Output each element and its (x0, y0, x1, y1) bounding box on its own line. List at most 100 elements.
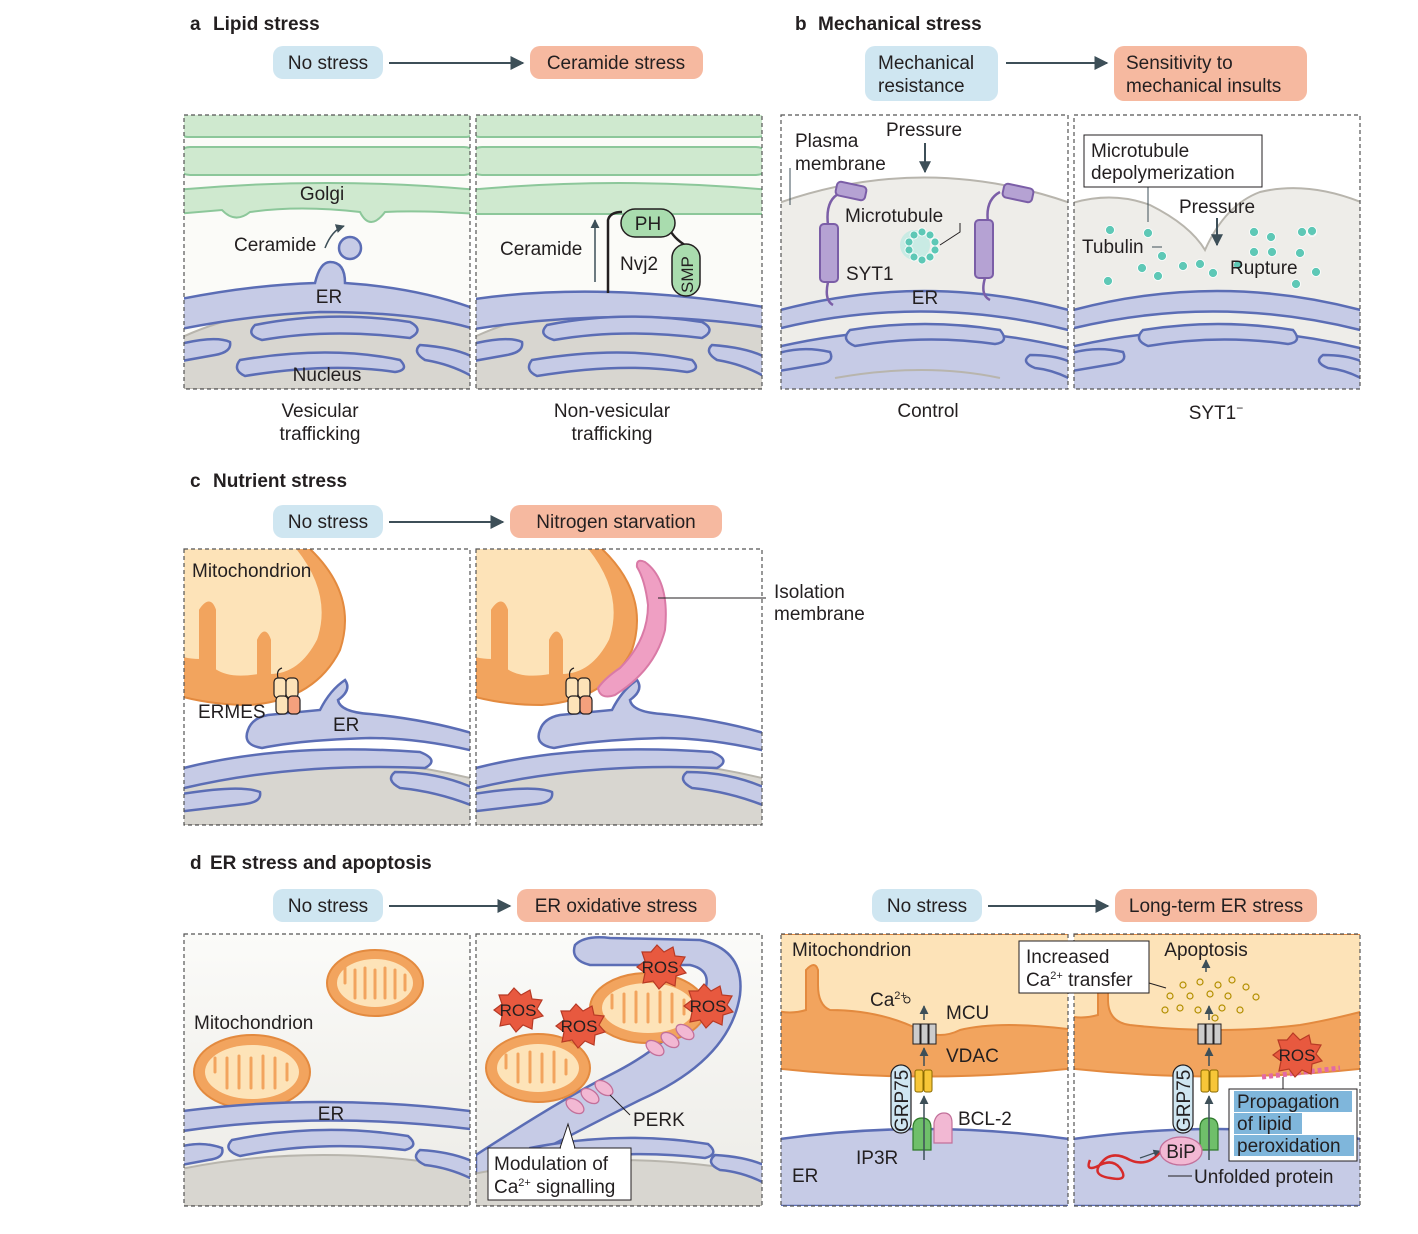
bcl2-protein (933, 1112, 953, 1144)
panel-d-title: ER stress and apoptosis (210, 853, 432, 874)
nucleus (184, 1154, 470, 1206)
mech-ins-line2: mechanical insults (1126, 76, 1281, 97)
syt1-protein (819, 223, 839, 283)
er-label: ER (316, 287, 342, 308)
er-membrane (476, 748, 725, 790)
mech-ins-line1: Sensitivity to (1126, 53, 1233, 74)
er-membrane (476, 337, 524, 362)
panel-c2-illustration (476, 549, 762, 825)
depol-label-2: depolymerization (1091, 163, 1235, 184)
panel-d-letter: d (190, 853, 202, 874)
er-membrane (414, 1148, 470, 1180)
er-membrane (844, 322, 1006, 348)
no-stress-pill (273, 46, 383, 79)
mechanical-resistance-pill (865, 46, 998, 101)
panel-frame (780, 933, 1069, 1207)
panel-a: a Lipid stress No stress Ceramide stress… (183, 14, 763, 445)
isolation-label-1: Isolation (774, 582, 845, 603)
er-membrane (1074, 347, 1126, 372)
panel-a-title: Lipid stress (213, 14, 320, 35)
highlight (1234, 1091, 1352, 1112)
unfolded-protein-label: Unfolded protein (1194, 1167, 1333, 1188)
depolymerization-callout (1083, 134, 1263, 188)
golgi-label: Golgi (300, 184, 344, 205)
depol-label-1: Microtubule (1091, 141, 1189, 162)
er-membrane (681, 770, 762, 807)
syt1-c2-domain (834, 180, 868, 202)
er-oxidative-stress-pill (517, 889, 716, 922)
panel-frame (475, 933, 763, 1207)
ceramide-arrow (324, 224, 345, 249)
modulation-label-1: Modulation of (494, 1154, 609, 1175)
increased-ca-callout (1018, 940, 1150, 994)
syt1-c2-domain (1001, 182, 1035, 204)
propagation-label-1: Propagation (1237, 1092, 1339, 1113)
perk-label: PERK (633, 1110, 685, 1131)
panel-a1-illustration (184, 115, 470, 389)
er-membrane (184, 748, 433, 790)
er-membrane (235, 351, 406, 378)
perk-channels (565, 1023, 695, 1115)
svg-text:ROS: ROS (561, 1017, 598, 1036)
er-membrane-expanded (476, 936, 742, 1187)
panel-b-letter: b (795, 14, 807, 35)
panel-frame (475, 548, 763, 826)
nucleus-label: Nucleus (293, 365, 362, 386)
golgi-cisterna (184, 115, 470, 138)
modulation-callout (487, 1147, 632, 1201)
er-membrane (1137, 322, 1299, 348)
ip3r-label: IP3R (856, 1148, 898, 1169)
syt1-linker (982, 190, 1001, 302)
unfolded-protein-chain (1087, 1149, 1163, 1181)
no-stress-pill (273, 505, 383, 538)
panel-frame (780, 114, 1069, 390)
panel-frame (1073, 114, 1361, 390)
plasma-label-2: membrane (795, 154, 886, 175)
tubulin-label: Tubulin (1082, 237, 1144, 258)
modulation-callout-pointer (559, 1122, 576, 1149)
nucleus-edge (834, 369, 1001, 379)
er-membrane (781, 347, 833, 372)
no-stress-label-d2: No stress (887, 896, 967, 917)
pressure-label-2: Pressure (1179, 197, 1255, 218)
caption-nonvesicular-2: trafficking (572, 424, 653, 445)
apoptosis-label: Apoptosis (1164, 940, 1247, 961)
er-membrane (476, 290, 762, 331)
ermes-complex (273, 667, 301, 715)
golgi-cisterna (476, 146, 762, 176)
isolation-label-2: membrane (774, 604, 865, 625)
no-stress-label: No stress (288, 53, 368, 74)
ros-burst: ROS (683, 983, 735, 1029)
mcu-channel (912, 1023, 937, 1045)
bip-label: BiP (1166, 1142, 1196, 1163)
caption-control: Control (897, 401, 958, 422)
caption-syt1-ko: SYT1− (1189, 401, 1244, 424)
svg-text:ROS: ROS (500, 1001, 537, 1020)
caption-vesicular-2: trafficking (280, 424, 361, 445)
ip3r-channel (912, 1117, 932, 1151)
ph-label: PH (635, 214, 661, 235)
ceramide-stress-label: Ceramide stress (547, 53, 685, 74)
cristae (213, 1054, 289, 1090)
er-membrane (1024, 353, 1068, 380)
er-membrane (389, 770, 470, 807)
panel-frame (183, 114, 471, 390)
grp75-label: GRP75 (892, 1070, 913, 1132)
panel-frame (183, 933, 471, 1207)
microtubule-leader (939, 223, 961, 246)
panel-c: c Nutrient stress No stress Nitrogen sta… (183, 471, 865, 826)
highlight (1234, 1135, 1354, 1156)
er-membrane (537, 678, 762, 752)
cristae (610, 990, 686, 1024)
vdac-label: VDAC (946, 1046, 999, 1067)
svg-text:ROS: ROS (1279, 1046, 1316, 1065)
modulation-label-2: Ca2+ signalling (494, 1177, 615, 1198)
ca-label: Ca2+ (870, 990, 907, 1011)
er-membrane (707, 343, 762, 377)
no-stress-label-d1: No stress (288, 896, 368, 917)
golgi-cisterna (476, 115, 762, 138)
er-membrane (245, 678, 470, 752)
cristae (504, 1050, 568, 1084)
er-label-b: ER (912, 288, 938, 309)
